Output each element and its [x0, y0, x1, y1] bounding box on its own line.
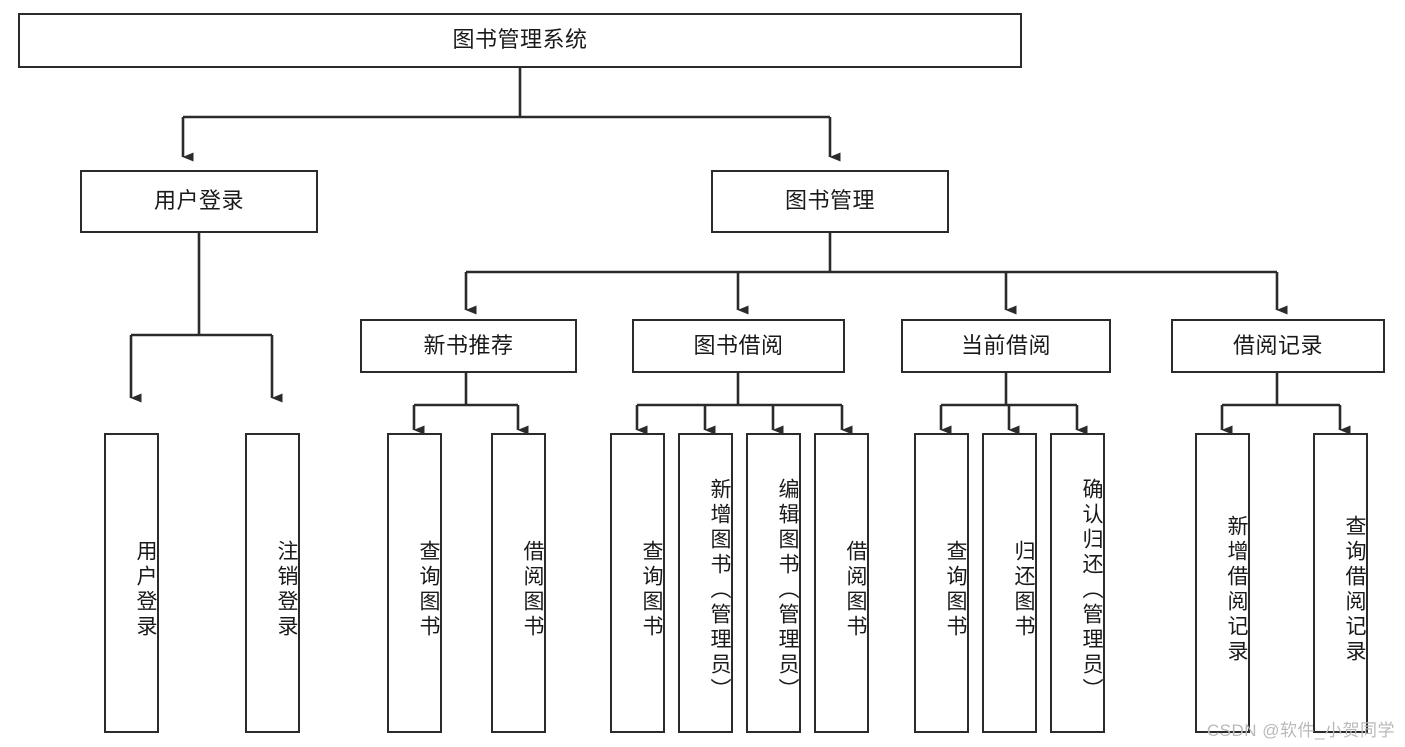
node-leaf-add-borrow-record[interactable]: 新增借阅记录	[1195, 433, 1250, 733]
node-label: 图书管理	[784, 188, 875, 214]
node-leaf-query-book-newbook[interactable]: 查询图书	[387, 433, 442, 733]
node-label: 归还图书	[1012, 540, 1035, 640]
node-label: 查询图书	[417, 540, 440, 640]
node-label: 查询借阅记录	[1343, 515, 1366, 665]
node-leaf-logout[interactable]: 注销登录	[245, 433, 300, 733]
node-label: 查询图书	[640, 540, 663, 640]
node-label: 注销登录	[275, 540, 298, 640]
node-root-system[interactable]: 图书管理系统	[18, 13, 1022, 68]
node-label: 用户登录	[134, 540, 157, 640]
node-label: 当前借阅	[960, 332, 1051, 358]
node-label: 新增借阅记录	[1225, 515, 1248, 665]
node-label: 借阅图书	[844, 540, 867, 640]
node-label: 新书推荐	[423, 332, 514, 358]
node-leaf-query-borrow-record[interactable]: 查询借阅记录	[1313, 433, 1368, 733]
node-label: 图书借阅	[693, 332, 784, 358]
node-leaf-edit-book-admin[interactable]: 编辑图书（管理员）	[746, 433, 801, 733]
node-label: 新增图书（管理员）	[708, 477, 731, 703]
node-leaf-return-book[interactable]: 归还图书	[982, 433, 1037, 733]
node-label: 确认归还（管理员）	[1080, 477, 1103, 703]
node-leaf-query-book-borrow[interactable]: 查询图书	[610, 433, 665, 733]
node-label: 编辑图书（管理员）	[776, 477, 799, 703]
node-user-login[interactable]: 用户登录	[80, 170, 318, 233]
node-current-borrow[interactable]: 当前借阅	[901, 319, 1111, 373]
node-label: 用户登录	[153, 188, 244, 214]
node-leaf-borrow-book-newbook[interactable]: 借阅图书	[491, 433, 546, 733]
node-leaf-query-book-current[interactable]: 查询图书	[914, 433, 969, 733]
node-book-borrow[interactable]: 图书借阅	[632, 319, 845, 373]
node-leaf-confirm-return-admin[interactable]: 确认归还（管理员）	[1050, 433, 1105, 733]
node-borrow-record[interactable]: 借阅记录	[1171, 319, 1385, 373]
node-book-management[interactable]: 图书管理	[711, 170, 949, 233]
node-leaf-borrow-book[interactable]: 借阅图书	[814, 433, 869, 733]
node-label: 查询图书	[944, 540, 967, 640]
node-new-book-recommend[interactable]: 新书推荐	[360, 319, 577, 373]
csdn-watermark: CSDN @软件_小贺同学	[1206, 721, 1395, 740]
node-leaf-add-book-admin[interactable]: 新增图书（管理员）	[678, 433, 733, 733]
node-label: 借阅记录	[1232, 332, 1323, 358]
node-label: 借阅图书	[521, 540, 544, 640]
node-label: 图书管理系统	[452, 27, 588, 53]
node-leaf-user-login[interactable]: 用户登录	[104, 433, 159, 733]
